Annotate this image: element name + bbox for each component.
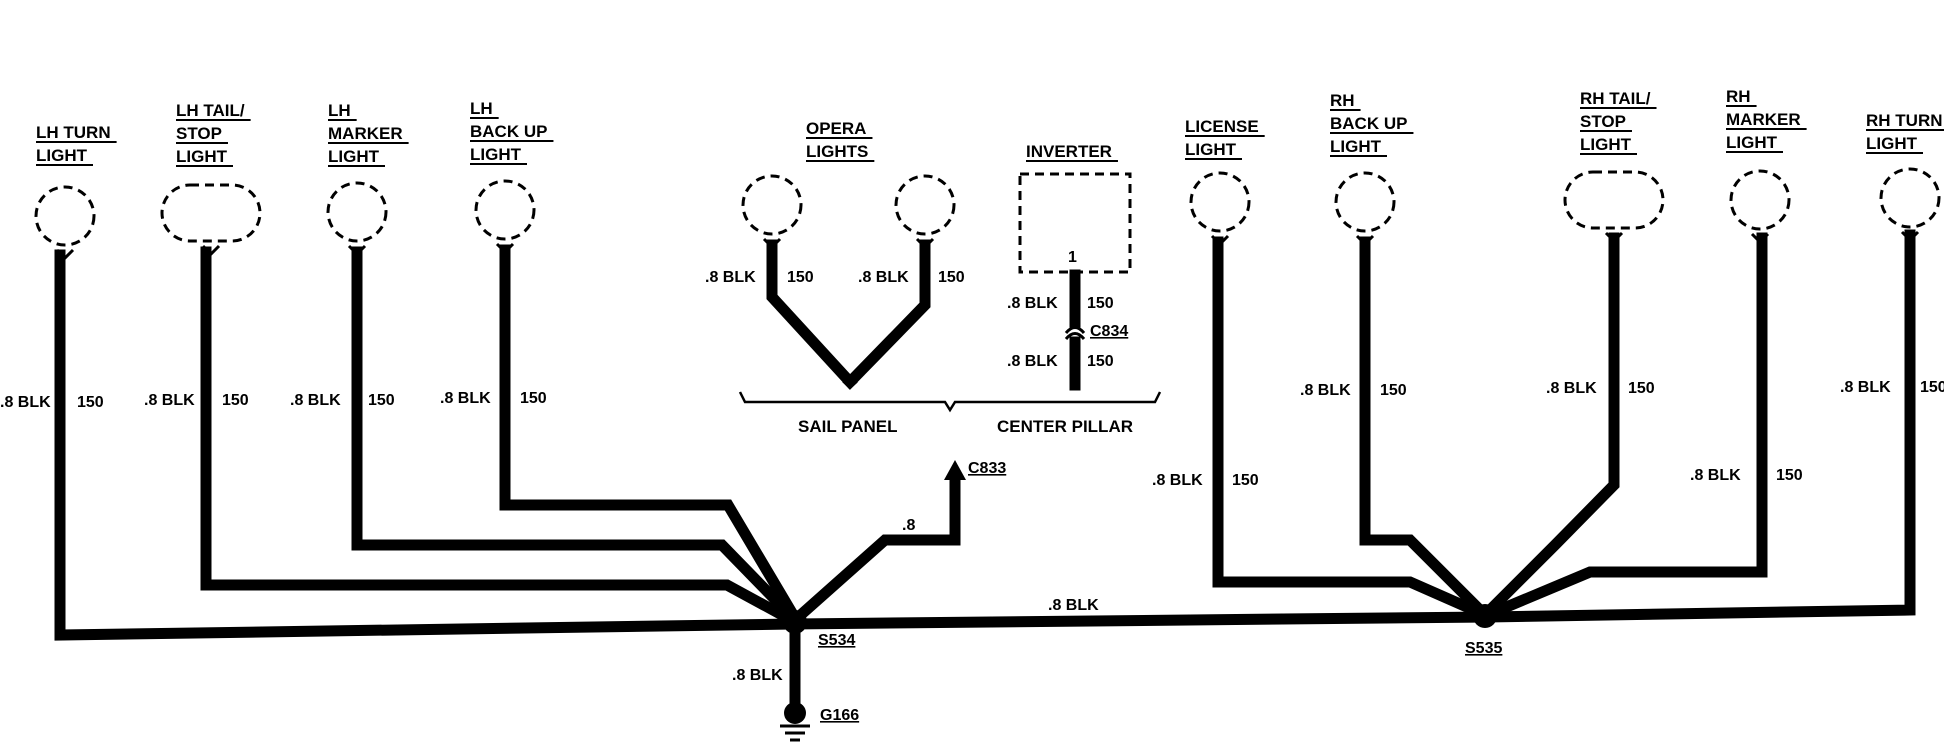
c834-label: C834 — [1090, 323, 1128, 340]
wire-license — [1212, 236, 1493, 623]
rh-turn-light-label-line-2: LIGHT — [1866, 134, 1918, 153]
lh-turn-wire-circuit: 150 — [77, 394, 104, 411]
lh-backup-wire-size: .8 BLK — [440, 390, 491, 407]
wire-opera-right — [842, 239, 931, 390]
s534-label: S534 — [818, 632, 855, 649]
lh-marker-wire-size: .8 BLK — [290, 392, 341, 409]
rh-turn-wire-circuit: 150 — [1920, 379, 1944, 396]
wire-lh-turn — [54, 249, 801, 641]
lh-backup-light-label-line-2: BACK UP — [470, 122, 547, 141]
s534-splice-dot — [783, 610, 807, 634]
g166-label: G166 — [820, 707, 859, 724]
ground-symbol — [780, 702, 810, 742]
c834-connector-bottom — [1064, 332, 1086, 341]
lh-tail-stop-light-label-line-3: LIGHT — [176, 147, 228, 166]
c833-label: C833 — [968, 460, 1006, 477]
rh-backup-light-symbol — [1334, 171, 1396, 233]
inverter-label-line-1: INVERTER — [1026, 142, 1112, 161]
c834-connector-top — [1064, 326, 1086, 335]
inverter-upper-wire-circuit: 150 — [1087, 295, 1114, 312]
c833-wire-size: .8 — [902, 517, 915, 534]
lh-marker-light-label-line-1: LH — [328, 101, 351, 120]
inverter-pin-number: 1 — [1068, 249, 1077, 266]
lh-marker-light-symbol — [326, 181, 388, 243]
rh-backup-light-label-line-2: BACK UP — [1330, 114, 1407, 133]
license-light-label-line-2: LIGHT — [1185, 140, 1237, 159]
lh-backup-light-symbol — [474, 179, 536, 241]
wire-rh-turn — [1479, 229, 1916, 623]
rh-marker-light-label-line-1: RH — [1726, 87, 1751, 106]
wire-s534-s535 — [789, 611, 1491, 630]
rh-backup-light-label-line-1: RH — [1330, 91, 1355, 110]
wire-c833 — [787, 472, 961, 628]
rh-marker-wire-size: .8 BLK — [1690, 467, 1741, 484]
lh-marker-light-label-line-2: MARKER — [328, 124, 403, 143]
wire-lh-marker — [351, 246, 803, 628]
license-wire-size: .8 BLK — [1152, 472, 1203, 489]
rh-backup-wire-size: .8 BLK — [1300, 382, 1351, 399]
rh-backup-wire-circuit: 150 — [1380, 382, 1407, 399]
rh-marker-wire-circuit: 150 — [1776, 467, 1803, 484]
rh-turn-light-symbol — [1879, 167, 1941, 229]
opera-lights-label-line-2: LIGHTS — [806, 142, 868, 161]
ground-wire-size: .8 BLK — [732, 667, 783, 684]
wire-lh-tail-stop — [200, 246, 803, 630]
lh-backup-wire-circuit: 150 — [520, 390, 547, 407]
opera-right-wire-size: .8 BLK — [858, 269, 909, 286]
opera-light-right-symbol — [894, 174, 956, 236]
rh-tail-wire-circuit: 150 — [1628, 380, 1655, 397]
lh-turn-light-symbol — [34, 185, 96, 247]
lh-turn-light-label-line-1: LH TURN — [36, 123, 111, 142]
lh-turn-wire-size: .8 BLK — [0, 394, 51, 411]
opera-right-wire-circuit: 150 — [938, 269, 965, 286]
rh-tail-wire-size: .8 BLK — [1546, 380, 1597, 397]
lh-marker-light-label-line-3: LIGHT — [328, 147, 380, 166]
rh-tail-stop-light-label-line-2: STOP — [1580, 112, 1626, 131]
rh-turn-light-label-line-1: RH TURN — [1866, 111, 1943, 130]
lh-marker-wire-circuit: 150 — [368, 392, 395, 409]
inverter-lower-wire-size: .8 BLK — [1007, 353, 1058, 370]
inverter-upper-wire-size: .8 BLK — [1007, 295, 1058, 312]
rh-marker-light-label-line-3: LIGHT — [1726, 133, 1778, 152]
rh-turn-wire-size: .8 BLK — [1840, 379, 1891, 396]
rh-marker-light-label-line-2: MARKER — [1726, 110, 1801, 129]
wire-lh-backup — [499, 244, 803, 626]
rh-backup-light-label-line-3: LIGHT — [1330, 137, 1382, 156]
opera-left-wire-size: .8 BLK — [705, 269, 756, 286]
center-pillar-label: CENTER PILLAR — [997, 417, 1133, 436]
lh-tail-stop-light-label-line-2: STOP — [176, 124, 222, 143]
bus-wire-size: .8 BLK — [1048, 597, 1099, 614]
rh-marker-light-symbol — [1729, 169, 1791, 231]
lh-tail-wire-size: .8 BLK — [144, 392, 195, 409]
rh-tail-stop-light-label-line-1: RH TAIL/ — [1580, 89, 1651, 108]
lh-tail-stop-light-label-line-1: LH TAIL/ — [176, 101, 245, 120]
inverter-lower-wire-circuit: 150 — [1087, 353, 1114, 370]
lh-tail-wire-circuit: 150 — [222, 392, 249, 409]
rh-tail-stop-light-label-line-3: LIGHT — [1580, 135, 1632, 154]
lh-turn-light-label-line-2: LIGHT — [36, 146, 88, 165]
license-wire-circuit: 150 — [1232, 472, 1259, 489]
opera-light-left-symbol — [741, 174, 803, 236]
opera-lights-label-line-1: OPERA — [806, 119, 866, 138]
sail-panel-label: SAIL PANEL — [798, 417, 898, 436]
license-light-label-line-1: LICENSE — [1185, 117, 1259, 136]
c833-arrow — [944, 460, 966, 480]
s535-label: S535 — [1465, 640, 1502, 657]
wire-opera-left — [766, 239, 858, 390]
wire-rh-backup — [1359, 236, 1493, 623]
lh-backup-light-label-line-1: LH — [470, 99, 493, 118]
lh-backup-light-label-line-3: LIGHT — [470, 145, 522, 164]
rh-tail-stop-light-symbol — [1563, 170, 1665, 230]
wire-rh-marker — [1477, 232, 1768, 624]
s535-splice-dot — [1473, 604, 1497, 628]
opera-left-wire-circuit: 150 — [787, 269, 814, 286]
wire-rh-tail-stop — [1477, 232, 1620, 623]
region-brace — [738, 391, 1162, 413]
license-light-symbol — [1189, 171, 1251, 233]
lh-tail-stop-light-symbol — [160, 183, 262, 243]
